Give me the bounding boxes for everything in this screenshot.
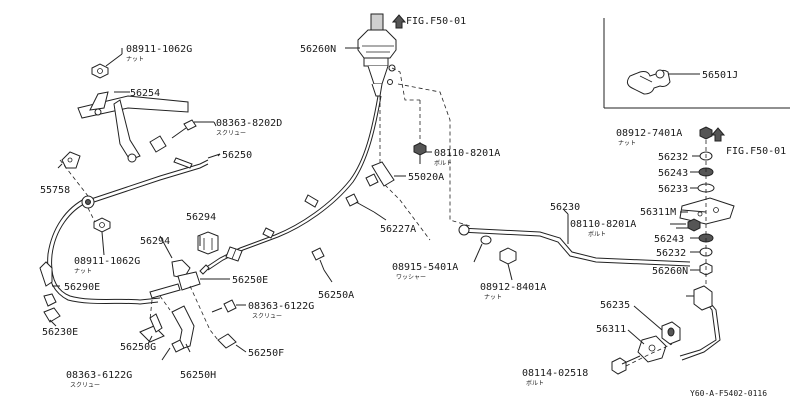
part-56230E <box>43 307 61 323</box>
label-screw-6122G-b: スクリュー <box>70 382 100 389</box>
label-56227A: 56227A <box>380 224 416 235</box>
clip-56294-a <box>197 231 219 255</box>
label-56250A: 56250A <box>318 290 354 301</box>
label-56230E: 56230E <box>42 327 78 338</box>
label-08912-7401A: 08912-7401A <box>616 128 682 139</box>
bracket-55020A <box>365 161 406 187</box>
label-08911-1062G-top: 08911-1062G <box>126 44 192 55</box>
label-56260N-top: 56260N <box>300 44 336 55</box>
label-bolt-b: ボルト <box>588 230 606 238</box>
label-nut-7401A: ナット <box>618 140 636 147</box>
label-screw-8202D: スクリュー <box>216 130 246 137</box>
label-56250G: 56250G <box>120 342 156 353</box>
bracket-56311M <box>679 197 735 225</box>
label-56232-b: 56232 <box>656 248 686 259</box>
label-56233: 56233 <box>658 184 688 195</box>
label-56290E: 56290E <box>64 282 100 293</box>
grommet-56235 <box>661 321 681 345</box>
fig-arrow-top <box>391 14 407 29</box>
label-56250H: 56250H <box>180 370 216 381</box>
bracket-56250H <box>171 305 195 351</box>
fitting-56250E <box>149 271 230 299</box>
nut-08912-8401A <box>499 247 517 281</box>
label-fig-top: FIG.F50-01 <box>406 16 466 27</box>
part-56501J-clip <box>626 69 700 95</box>
rod-end-right <box>686 285 713 311</box>
diagram-code: Y60-A-F5402-0116 <box>690 389 767 398</box>
label-nut-top: ナット <box>126 56 144 63</box>
washer-08915-5401A <box>473 235 492 263</box>
label-08363-8202D: 08363-8202D <box>216 118 282 129</box>
bolt-08110-8201A-a <box>413 142 427 164</box>
bolt-56250A <box>311 247 333 283</box>
bolt-08110-8201A-b <box>670 218 701 232</box>
shifter-56260N <box>357 13 397 97</box>
label-08110-8201A-b: 08110-8201A <box>570 219 636 230</box>
bracket-56290E <box>39 261 57 307</box>
label-08915-5401A: 08915-5401A <box>392 262 458 273</box>
screw-08363-6122G-b <box>161 339 185 361</box>
label-08363-6122G-b: 08363-6122G <box>66 370 132 381</box>
labels: 08911-1062G ナット 56254 08363-8202D スクリュー … <box>40 16 786 398</box>
screw-08363-6122G-a <box>211 299 246 313</box>
label-screw-6122G-a: スクリュー <box>252 313 282 320</box>
fig-arrow-right <box>710 127 726 142</box>
leader-lines <box>49 48 700 353</box>
label-56235: 56235 <box>600 300 630 311</box>
label-08911-1062G-bottom: 08911-1062G <box>74 256 140 267</box>
label-55020A: 55020A <box>408 172 444 183</box>
label-56311M: 56311M <box>640 207 676 218</box>
bolt-08114-02518 <box>611 355 641 375</box>
label-bolt-c: ボルト <box>526 379 544 387</box>
nut-08912-7401A <box>699 126 713 140</box>
label-08110-8201A-a: 08110-8201A <box>434 148 500 159</box>
label-55758: 55758 <box>40 185 70 196</box>
label-56230: 56230 <box>550 202 580 213</box>
label-fig-right: FIG.F50-01 <box>726 146 786 157</box>
nut-08911-1062G-bottom <box>93 217 111 233</box>
bracket-56254 <box>77 91 189 163</box>
label-nut-bottom: ナット <box>74 268 92 275</box>
bolt-56227A <box>345 193 387 221</box>
label-bolt-a: ボルト <box>434 159 452 167</box>
bracket-56250G <box>139 313 165 343</box>
part-56250F <box>217 333 247 353</box>
label-56294-a: 56294 <box>186 212 216 223</box>
nut-08911-1062G-top <box>91 53 123 79</box>
label-08363-6122G-a: 08363-6122G <box>248 301 314 312</box>
label-56250: 56250 <box>222 150 252 161</box>
label-56311: 56311 <box>596 324 626 335</box>
label-56243-b: 56243 <box>654 234 684 245</box>
label-56501J: 56501J <box>702 70 738 81</box>
inset-frame <box>603 18 790 109</box>
screw-08363-8202D <box>171 119 214 139</box>
label-56250F: 56250F <box>248 348 284 359</box>
label-nut-8401A: ナット <box>484 294 502 301</box>
label-08114-02518: 08114-02518 <box>522 368 588 379</box>
clip-56294-b <box>171 259 191 279</box>
label-56243-a: 56243 <box>658 168 688 179</box>
label-56254: 56254 <box>130 88 160 99</box>
clamp-56311 <box>637 335 667 363</box>
label-08912-8401A: 08912-8401A <box>480 282 546 293</box>
label-56294-b: 56294 <box>140 236 170 247</box>
label-56260N-right: 56260N <box>652 266 688 277</box>
label-56250E: 56250E <box>232 275 268 286</box>
label-56232-a: 56232 <box>658 152 688 163</box>
label-washer: ワッシャー <box>396 274 426 281</box>
